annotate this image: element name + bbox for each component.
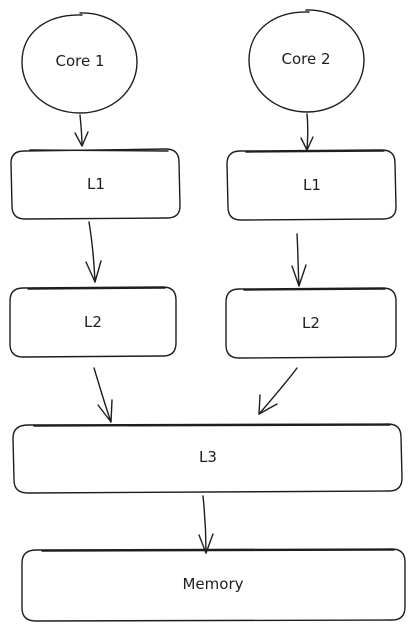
- l1-right-node[interactable]: L1: [226, 149, 397, 221]
- arrow-core2-to-l1: [300, 113, 314, 151]
- l2-left-node[interactable]: L2: [9, 286, 177, 358]
- l1-left-node[interactable]: L1: [10, 148, 181, 220]
- core-1-label: Core 1: [55, 52, 104, 70]
- l3-label: L3: [199, 448, 217, 466]
- l1-right-label: L1: [303, 176, 321, 194]
- core-1-node[interactable]: Core 1: [21, 12, 138, 114]
- arrow-l2-left-to-l3: [93, 367, 113, 423]
- memory-label: Memory: [182, 575, 243, 593]
- l2-right-node[interactable]: L2: [225, 287, 397, 359]
- memory-node[interactable]: Memory: [21, 548, 406, 622]
- l2-right-label: L2: [302, 314, 320, 332]
- core-2-label: Core 2: [281, 50, 330, 68]
- l2-left-label: L2: [84, 313, 102, 331]
- arrow-l3-to-memory: [198, 495, 214, 554]
- arrow-l1-left-to-l2-left: [85, 221, 102, 283]
- arrow-l1-right-to-l2-right: [291, 233, 307, 287]
- arrow-l2-right-to-l3: [258, 367, 298, 415]
- arrow-core1-to-l1: [74, 114, 89, 147]
- l3-node[interactable]: L3: [12, 423, 403, 494]
- l1-left-label: L1: [87, 175, 105, 193]
- core-2-node[interactable]: Core 2: [248, 9, 365, 113]
